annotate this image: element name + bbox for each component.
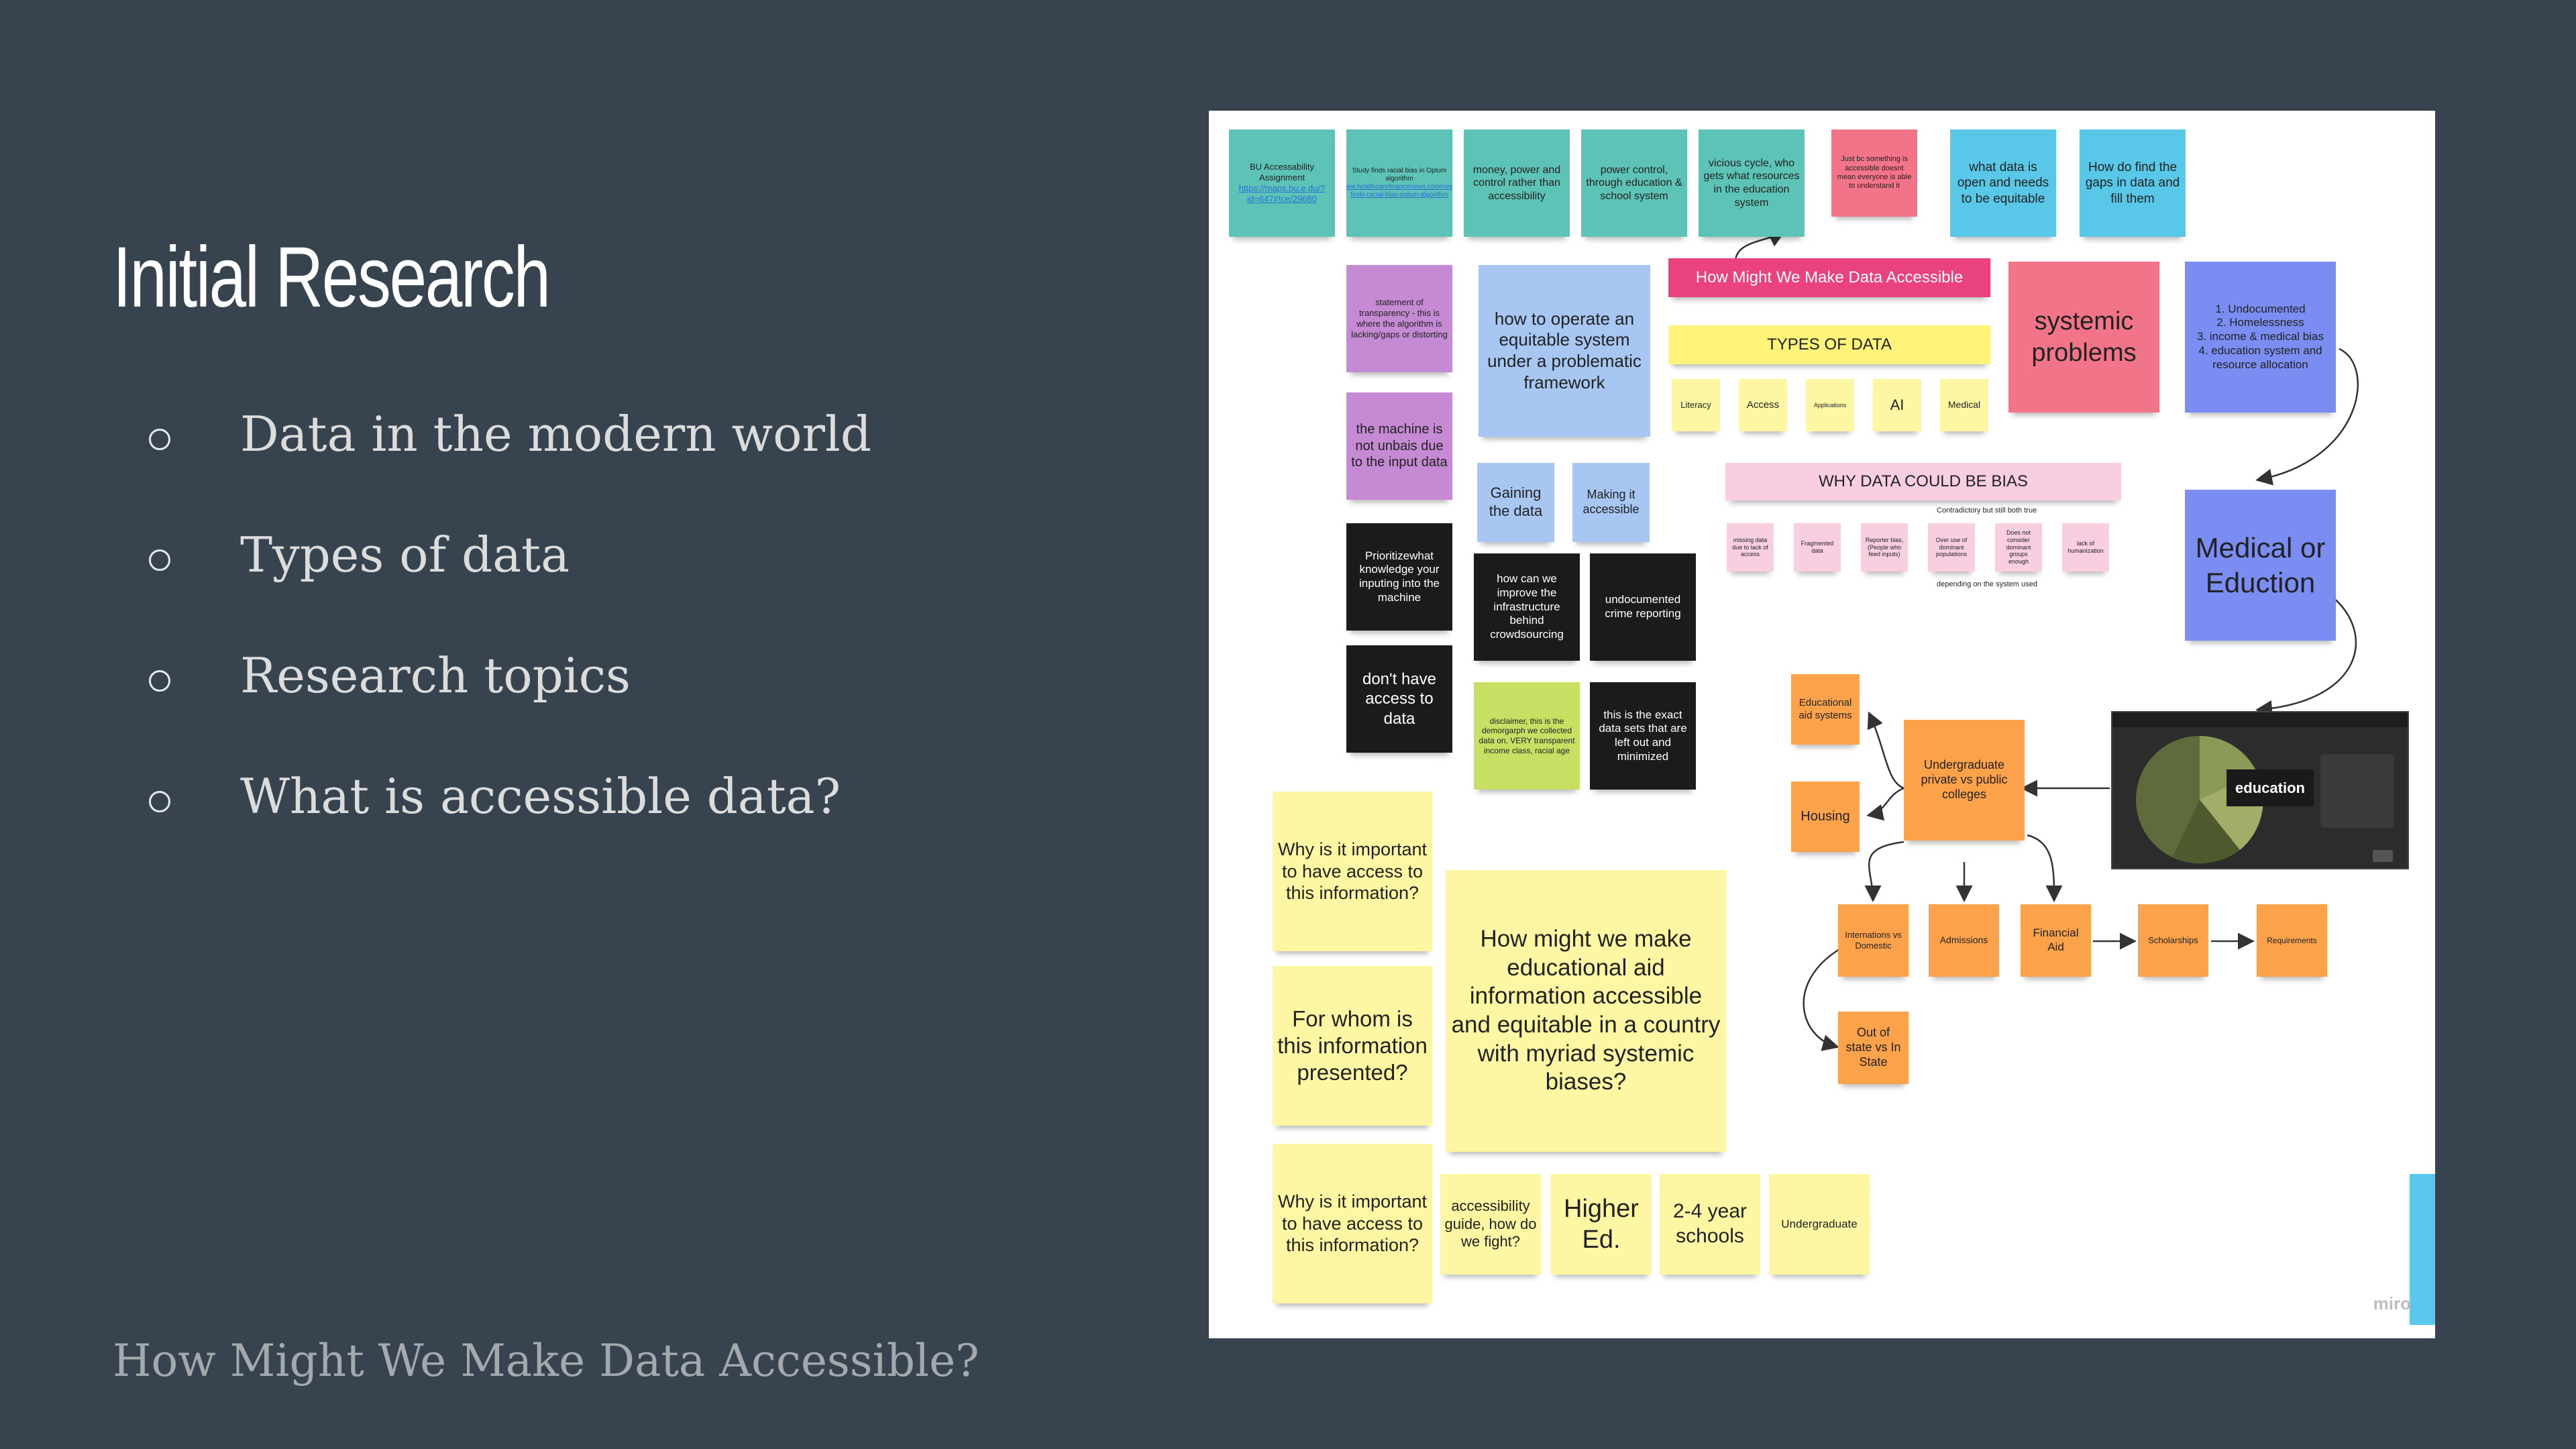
embedded-screenshot[interactable]: education — [2111, 711, 2409, 869]
sticky-note[interactable]: Prioritizewhat knowledge your inputing i… — [1346, 523, 1452, 631]
sticky-note[interactable]: Medical or Eduction — [2185, 490, 2336, 641]
sticky-note[interactable]: AI — [1873, 379, 1921, 431]
sticky-note[interactable]: Educational aid systems — [1791, 674, 1860, 745]
sticky-note[interactable]: Access — [1739, 379, 1787, 431]
sticky-note[interactable]: Undergraduate — [1769, 1174, 1870, 1275]
sticky-note[interactable]: How might we make educational aid inform… — [1446, 870, 1726, 1152]
sticky-note[interactable]: 1. Undocumented 2. Homelessness 3. incom… — [2185, 262, 2336, 413]
sticky-note[interactable]: undocumented crime reporting — [1590, 553, 1696, 661]
sticky-note[interactable]: Fragmented data — [1794, 523, 1841, 572]
sticky-note[interactable]: Financial Aid — [2021, 904, 2091, 977]
sticky-note[interactable]: systemic problems — [2008, 262, 2159, 413]
edge-sticky-fragment — [2410, 1174, 2435, 1325]
sticky-note[interactable]: this is the exact data sets that are lef… — [1590, 682, 1696, 790]
sticky-note[interactable]: vicious cycle, who gets what resources i… — [1699, 129, 1805, 237]
sticky-note[interactable]: don't have access to data — [1346, 645, 1452, 753]
sticky-note[interactable]: Making it accessible — [1572, 463, 1650, 542]
thumbnail-title: education — [2226, 769, 2314, 806]
sticky-note[interactable]: lack of humanization — [2062, 523, 2109, 572]
sticky-note[interactable]: Over use of dominant populations — [1928, 523, 1975, 572]
sticky-note[interactable]: Requirements — [2257, 904, 2327, 977]
sticky-note[interactable]: How do find the gaps in data and fill th… — [2080, 129, 2186, 237]
sticky-note[interactable]: Why is it important to have access to th… — [1273, 792, 1432, 951]
sticky-note[interactable]: Why is it important to have access to th… — [1273, 1144, 1432, 1303]
sticky-note[interactable]: BU Accessability Assignment https://maps… — [1229, 129, 1335, 237]
bullet-circle-icon — [149, 549, 170, 571]
sticky-note[interactable]: how to operate an equitable system under… — [1479, 265, 1650, 437]
miro-watermark: miro — [2373, 1293, 2411, 1313]
sticky-note[interactable]: money, power and control rather than acc… — [1464, 129, 1570, 237]
bullet-circle-icon — [149, 429, 170, 450]
sticky-note[interactable]: disclaimer, this is the demorgarph we co… — [1474, 682, 1580, 790]
slide-footer: How Might We Make Data Accessible? — [113, 1335, 979, 1387]
sticky-note[interactable]: Gaining the data — [1477, 463, 1554, 542]
sticky-note[interactable]: Undergraduate private vs public colleges — [1904, 720, 2025, 841]
slide-title: Initial Research — [113, 229, 551, 325]
sticky-note[interactable]: TYPES OF DATA — [1668, 325, 1990, 364]
annotation-label: Contradictory but still both true — [1937, 506, 2037, 515]
sticky-note[interactable]: accessibility guide, how do we fight? — [1440, 1174, 1541, 1275]
sticky-note[interactable]: For whom is this information presented? — [1273, 966, 1432, 1126]
sticky-note[interactable]: WHY DATA COULD BE BIAS — [1725, 463, 2121, 500]
sticky-note[interactable]: Just bc something is accessible doesnt m… — [1831, 129, 1917, 217]
sticky-note[interactable]: missing data due to lack of access — [1727, 523, 1774, 572]
sticky-note[interactable]: statement of transparency - this is wher… — [1346, 265, 1452, 372]
sticky-note[interactable]: Reporter bias, (People who feed inputs) — [1861, 523, 1908, 572]
sticky-note[interactable]: Applications — [1806, 379, 1854, 431]
sticky-note[interactable]: Housing — [1791, 782, 1860, 852]
sticky-note[interactable]: Out of state vs In State — [1838, 1012, 1909, 1084]
sticky-note[interactable]: 2-4 year schools — [1660, 1174, 1760, 1275]
pie-graphic — [2112, 712, 2408, 863]
miro-board-screenshot: BU Accessability Assignment https://maps… — [1209, 111, 2435, 1338]
sticky-note[interactable]: Literacy — [1672, 379, 1720, 431]
sticky-note[interactable]: Study finds racial bias in Optum algorit… — [1346, 129, 1452, 237]
sticky-note[interactable]: How Might We Make Data Accessible — [1668, 258, 1990, 297]
sticky-note[interactable]: power control, through education & schoo… — [1581, 129, 1687, 237]
sticky-note[interactable]: the machine is not unbais due to the inp… — [1346, 392, 1452, 500]
bullet-circle-icon — [149, 791, 170, 812]
sticky-note[interactable]: Medical — [1940, 379, 1988, 431]
sticky-note[interactable]: Internations vs Domestic — [1838, 904, 1909, 977]
annotation-label: depending on the system used — [1937, 580, 2037, 588]
sticky-note[interactable]: Higher Ed. — [1551, 1174, 1652, 1275]
sticky-note[interactable]: Does not consider dominant groups enough — [1995, 523, 2042, 572]
sticky-note[interactable]: how can we improve the infrastructure be… — [1474, 553, 1580, 661]
sticky-note[interactable]: what data is open and needs to be equita… — [1950, 129, 2056, 237]
sticky-note[interactable]: Scholarships — [2138, 904, 2208, 977]
sticky-note[interactable]: Admissions — [1929, 904, 1999, 977]
bullet-circle-icon — [149, 670, 170, 692]
